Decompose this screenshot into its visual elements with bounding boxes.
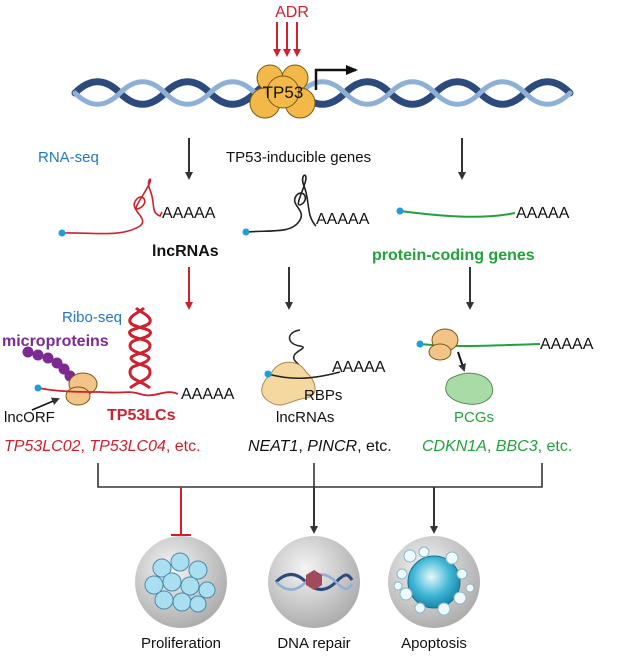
example-tp53lc04: TP53LC04 <box>89 438 166 455</box>
microprotein-chain <box>22 346 82 389</box>
lncrnas-label: lncRNAs <box>276 409 334 426</box>
pcg-mrna-cap <box>416 340 424 348</box>
example-right-sep: , <box>487 438 496 455</box>
lncorf-label: lncORF <box>4 409 55 426</box>
tp53lc-helix <box>128 306 152 390</box>
rbp-lncrna-cap <box>264 370 272 378</box>
pcg-polya: AAAAA <box>516 205 570 222</box>
tp53lc-rna <box>37 387 179 397</box>
inhibition-arrow-proliferation <box>171 487 191 536</box>
examples-tp53lc: TP53LC02, TP53LC04, etc. <box>4 438 201 455</box>
example-right-tail: , etc. <box>538 438 573 455</box>
tp53lc-polya: AAAAA <box>181 386 235 403</box>
example-pincr: PINCR <box>307 438 357 455</box>
black-lncrna-transcript <box>245 174 317 233</box>
lncrnas-heading: lncRNAs <box>152 243 219 260</box>
pcg-transcript <box>399 210 516 218</box>
example-middle-tail: , etc. <box>357 438 392 455</box>
ribosome-left-small <box>65 386 91 406</box>
lncorf-pointer <box>31 397 60 411</box>
examples-lncrna: NEAT1, PINCR, etc. <box>248 438 392 455</box>
pcg-mrna <box>419 343 541 348</box>
tp53lcs-label: TP53LCs <box>107 407 176 424</box>
rbp-bound-rna <box>267 371 341 380</box>
rbps-label: RBPs <box>304 387 342 404</box>
tp53lc-cap <box>34 384 42 392</box>
microproteins-label: microproteins <box>2 333 109 350</box>
example-neat1: NEAT1 <box>248 438 298 455</box>
protein-coding-genes-heading: protein-coding genes <box>372 247 535 264</box>
proliferation-label: Proliferation <box>141 635 221 652</box>
apoptosis-label: Apoptosis <box>401 635 467 652</box>
example-middle-sep: , <box>298 438 307 455</box>
dna-helix <box>71 78 574 108</box>
black-lncrna-polya: AAAAA <box>316 211 370 228</box>
rbp-blob <box>261 361 316 406</box>
rbp-lncrna-polya: AAAAA <box>332 359 386 376</box>
ribosome-right-small <box>428 343 452 361</box>
tp53-protein: TP53 <box>249 64 316 119</box>
proliferation-icon <box>135 536 227 628</box>
example-left-tail: , etc. <box>166 438 201 455</box>
example-left-sep: , <box>81 438 90 455</box>
ribo-seq-label: Ribo-seq <box>62 309 122 326</box>
pcg-mrna-polya: AAAAA <box>540 336 594 353</box>
tp53-label: TP53 <box>263 83 304 102</box>
dna-repair-icon <box>268 536 360 628</box>
apoptosis-icon <box>388 536 480 628</box>
example-cdkn1a: CDKN1A <box>422 438 487 455</box>
black-lncrna-cap <box>242 228 250 236</box>
pcg-cap <box>396 207 404 215</box>
pcgs-label: PCGs <box>454 409 494 426</box>
adr-arrows <box>273 22 301 57</box>
dna-repair-label: DNA repair <box>277 635 350 652</box>
example-tp53lc02: TP53LC02 <box>4 438 81 455</box>
convergence-bracket <box>97 463 543 488</box>
red-lncrna-polya: AAAAA <box>162 205 216 222</box>
adr-label: ADR <box>275 4 309 21</box>
transcription-start-arrow <box>314 65 358 90</box>
red-lncrna-cap <box>58 229 66 237</box>
red-lncrna-transcript <box>61 178 163 235</box>
arrow-ribosome-to-pcg <box>457 351 466 372</box>
example-bbc3: BBC3 <box>496 438 538 455</box>
examples-pcg: CDKN1A, BBC3, etc. <box>422 438 572 455</box>
inducible-genes-label: TP53-inducible genes <box>226 149 371 166</box>
rna-seq-label: RNA-seq <box>38 149 99 166</box>
pcg-protein <box>445 372 494 405</box>
